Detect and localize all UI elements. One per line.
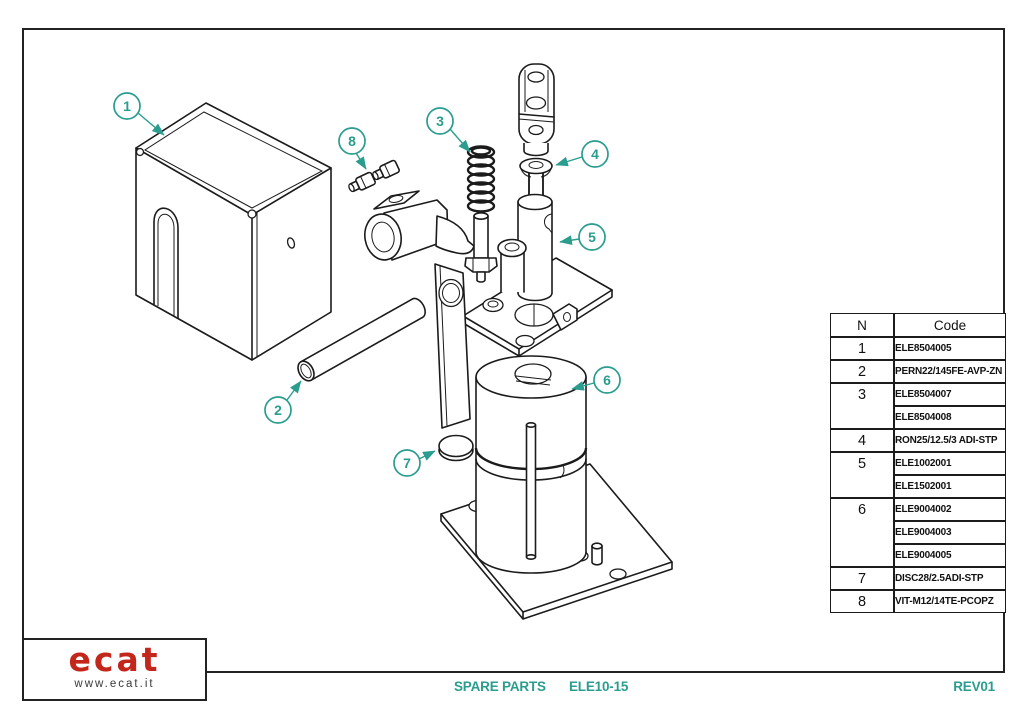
- callout-2: 2: [264, 380, 302, 424]
- callout-3: 3: [426, 107, 471, 153]
- mounting-plate: [462, 257, 613, 357]
- title-block: SPARE PARTS ELE10-15 REV01: [206, 671, 1005, 701]
- clevis-link: [518, 63, 555, 157]
- table-row: ELE8504008: [830, 406, 1006, 429]
- callout-7-number: 7: [403, 455, 411, 471]
- callout-2-number: 2: [274, 402, 282, 418]
- table-row: 8 VIT-M12/14TE-PCOPZ: [830, 590, 1006, 613]
- callout-8: 8: [338, 127, 367, 170]
- part-code-cell: RON25/12.5/3 ADI-STP: [894, 429, 1006, 452]
- part-number: 6: [857, 502, 867, 518]
- part-2-pin: [297, 297, 426, 382]
- callout-5-number: 5: [588, 229, 596, 245]
- stud-with-nut: [464, 212, 498, 283]
- table-row: ELE1502001: [830, 475, 1006, 498]
- part-number: 3: [857, 387, 867, 403]
- part-code-cell: ELE1002001: [894, 452, 1006, 475]
- callout-1-number: 1: [123, 98, 131, 114]
- cylinder-rod: [525, 421, 537, 560]
- callout-3-number: 3: [436, 113, 444, 129]
- support-bar: [434, 263, 471, 429]
- part-code-cell: PERN22/145FE-AVP-ZN: [894, 360, 1006, 383]
- part-code-cell: VIT-M12/14TE-PCOPZ: [894, 590, 1006, 613]
- table-row: 5 ELE1002001: [830, 452, 1006, 498]
- ecat-logo: ecat: [68, 640, 161, 679]
- part-code-cell: ELE9004005: [894, 544, 1006, 567]
- callout-5: 5: [559, 223, 606, 251]
- part-number: 5: [857, 456, 867, 472]
- callout-4: 4: [555, 140, 609, 168]
- table-row: 3 ELE8504007: [830, 383, 1006, 429]
- callout-4-number: 4: [591, 146, 599, 162]
- part-5-cylinder: [517, 193, 553, 302]
- callout-1: 1: [113, 92, 165, 136]
- spool-cylinder: [497, 238, 527, 293]
- callout-8-number: 8: [348, 133, 356, 149]
- solenoid-housing: [364, 190, 475, 261]
- part-number-cell: 7: [830, 567, 894, 590]
- part-3-spring: [466, 145, 496, 213]
- part-number-cell: 6: [830, 498, 894, 567]
- part-code-cell: ELE8504007: [894, 383, 1006, 406]
- logo-box: ecat www.ecat.it: [22, 638, 207, 701]
- part-8-bolts: [348, 159, 400, 193]
- part-code-cell: ELE8504005: [894, 337, 1006, 360]
- col-header-n: N: [830, 313, 894, 337]
- part-code-cell: ELE9004003: [894, 521, 1006, 544]
- callout-6-number: 6: [603, 372, 611, 388]
- table-row: 6 ELE9004002: [830, 498, 1006, 567]
- table-row: 4 RON25/12.5/3 ADI-STP: [830, 429, 1006, 452]
- model-code-label: ELE10-15: [569, 679, 629, 694]
- table-row: ELE9004003: [830, 521, 1006, 544]
- table-row: 7 DISC28/2.5ADI-STP: [830, 567, 1006, 590]
- part-code-cell: ELE9004002: [894, 498, 1006, 521]
- col-header-code: Code: [894, 313, 1006, 337]
- part-number-cell: 1: [830, 337, 894, 360]
- table-row: 1 ELE8504005: [830, 337, 1006, 360]
- table-row: ELE9004005: [830, 544, 1006, 567]
- callout-6: 6: [571, 366, 621, 394]
- part-code-cell: ELE8504008: [894, 406, 1006, 429]
- part-code-cell: DISC28/2.5ADI-STP: [894, 567, 1006, 590]
- callout-7: 7: [393, 449, 436, 477]
- part-number-cell: 4: [830, 429, 894, 452]
- part-number-cell: 5: [830, 452, 894, 498]
- doc-type-label: SPARE PARTS: [454, 679, 546, 694]
- part-number-cell: 2: [830, 360, 894, 383]
- part-number-cell: 8: [830, 590, 894, 613]
- revision-label: REV01: [953, 679, 995, 694]
- part-7-disc: [438, 434, 474, 462]
- part-code-cell: ELE1502001: [894, 475, 1006, 498]
- parts-table: N Code 1 ELE8504005 2 PERN22/145FE-AVP-Z…: [830, 313, 1007, 613]
- parts-table-grid: N Code 1 ELE8504005 2 PERN22/145FE-AVP-Z…: [830, 313, 1006, 613]
- table-row: 2 PERN22/145FE-AVP-ZN: [830, 360, 1006, 383]
- part-1-cover: [135, 102, 332, 361]
- part-number-cell: 3: [830, 383, 894, 429]
- logo-website: www.ecat.it: [74, 678, 155, 690]
